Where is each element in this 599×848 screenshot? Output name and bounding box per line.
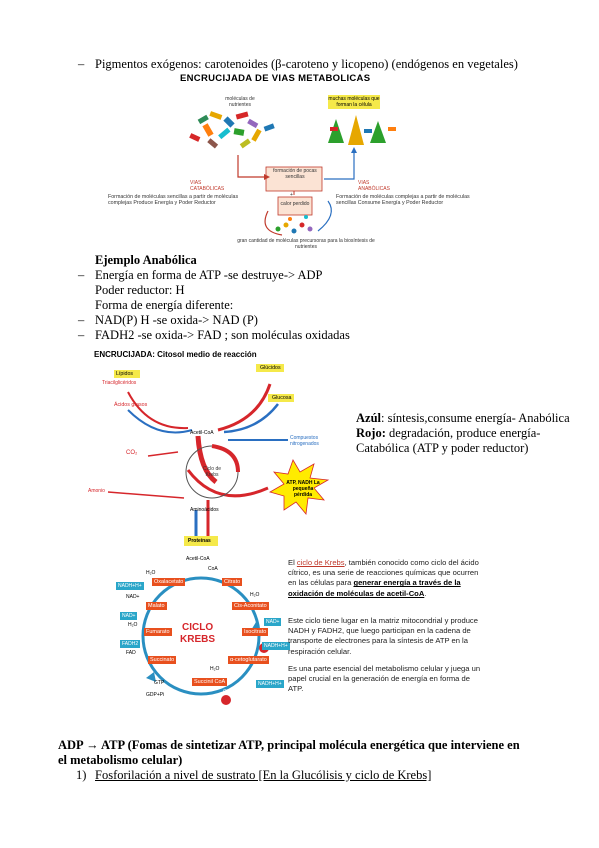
nad-box: NAD+	[264, 618, 282, 626]
pigments-line: Pigmentos exógenos: carotenoides (β-caro…	[95, 57, 518, 71]
malate-box: Malato	[146, 602, 167, 610]
anabolic-pathways-title: VIAS ANABÓLICAS	[358, 180, 390, 192]
h2o-label: H₂O	[128, 622, 138, 628]
legend-red: Rojo: degradación, produce energía-	[356, 426, 540, 441]
krebs-paragraph-1: El ciclo de Krebs, también conocido como…	[288, 558, 484, 599]
list-number: 1)	[76, 768, 87, 782]
figure1-title: ENCRUCIJADA DE VIAS METABOLICAS	[180, 73, 371, 84]
nadh-box: NADH+H+	[262, 642, 290, 650]
fadh2-box: FADH2	[120, 640, 141, 648]
red-text: degradación, produce energía-	[385, 426, 541, 440]
precursors-label: gran cantidad de moléculas precursoras p…	[237, 238, 375, 250]
nad-box: NAD+	[120, 612, 138, 620]
glucose-label: Glucosa	[272, 395, 292, 401]
legend-red-line2: Catabólica (ATP y poder reductor)	[356, 441, 529, 455]
p1-before: El	[288, 558, 297, 567]
co2-label: CO₂	[261, 636, 271, 642]
nutrient-molecules-label: moléculas de nutrientes	[225, 96, 255, 108]
h2o-label: H₂O	[146, 570, 156, 576]
lipids-label: Lípidos	[116, 371, 134, 377]
atp-nadh-burst-label: ATP, NADH La pequeña pérdida	[286, 480, 320, 498]
blue-text: : síntesis,consume energía- Anabólica	[381, 411, 570, 425]
bullet-dash: –	[78, 313, 85, 327]
proteins-label: Proteínas	[188, 538, 211, 544]
adp-atp-paragraph: ADP → ATP (Fomas de sintetizar ATP, prin…	[58, 738, 520, 767]
ammonium-label: Amonio	[88, 488, 105, 494]
blue-label: Azúl	[356, 411, 381, 425]
acetyl-coa-label: Acetil-CoA	[190, 430, 214, 436]
co2-label: CO₂	[223, 689, 233, 695]
succinate-box: Succinato	[148, 656, 177, 664]
cis-aconitate-box: Cis-Aconitato	[232, 602, 269, 610]
plus-sign: +	[290, 192, 293, 198]
nad-label: NAD+	[126, 594, 140, 600]
oxaloacetate-box: Oxalacetato	[152, 578, 186, 586]
p1-underlined: generar energía a través de la oxidación…	[288, 578, 461, 598]
krebs-link[interactable]: ciclo de Krebs	[296, 558, 345, 567]
krebs-coa-label: CoA	[208, 566, 218, 572]
krebs-cycle-label: Ciclo de Krebs	[202, 466, 222, 478]
anabolic-line-4: NAD(P) H -se oxida-> NAD (P)	[95, 313, 258, 327]
gdp-pi-label: GDP+Pi	[146, 692, 165, 698]
catabolic-pathways-title: VIAS CATABÓLICAS	[190, 180, 225, 192]
anabolic-line-5: FADH2 -se oxida-> FAD ; son moléculas ox…	[95, 328, 350, 342]
isocitrate-box: Isocitrato	[242, 628, 269, 636]
nadh-box: NADH+H+	[116, 582, 144, 590]
co2-label: CO₂	[126, 450, 138, 456]
p1-mid: , también conocido como ciclo del ácido …	[288, 558, 479, 588]
nutrient-molecules-cluster	[189, 111, 275, 149]
anabolic-line-1: Energía en forma de ATP -se destruye-> A…	[95, 268, 323, 282]
bullet-dash: –	[78, 57, 85, 71]
legend-blue: Azúl: síntesis,consume energía- Anabólic…	[356, 411, 570, 426]
anabolic-description: Formación de moléculas complejas a parti…	[336, 194, 470, 206]
heat-lost-label: calor perdido	[280, 201, 310, 207]
krebs-title-2: KREBS	[180, 634, 216, 645]
bullet-dash: –	[78, 268, 85, 282]
cytosol-figure: ENCRUCIJADA: Citosol medio de reacción L…	[88, 350, 348, 550]
krebs-cycle-figure: CICLO KREBS Acetil-CoA CoA Oxalacetato C…	[116, 552, 484, 712]
figure2-title: ENCRUCIJADA: Citosol medio de reacción	[94, 350, 257, 359]
figure2-graphic	[107, 364, 330, 546]
krebs-paragraph-3: Es una parte esencial del metabolismo ce…	[288, 664, 481, 694]
figure1-graphic	[189, 111, 396, 236]
succinyl-coa-box: Succinil CoA	[192, 678, 228, 686]
anabolic-line-3: Forma de energía diferente:	[95, 298, 234, 312]
triacylglycerides-label: Triacilglicéridos	[102, 380, 137, 386]
glucids-label: Glúcidos	[260, 365, 281, 371]
krebs-title-1: CICLO	[182, 622, 214, 633]
cell-molecules-cluster	[328, 115, 396, 145]
red-label: Rojo:	[356, 426, 386, 440]
fatty-acids-label: Ácidos grasos	[114, 402, 148, 408]
bullet-dash: –	[78, 328, 85, 342]
gtp-label: GTP	[154, 680, 165, 686]
metabolic-crossroads-figure: ENCRUCIJADA DE VIAS METABOLICAS molécula…	[108, 73, 470, 253]
cell-molecules-label: muchas moléculas que forman la célula	[328, 96, 380, 108]
p1-end: .	[424, 588, 427, 598]
anabolic-line-2: Poder reductor: H	[95, 283, 185, 297]
krebs-acetyl-label: Acetil-CoA	[186, 556, 210, 562]
fad-label: FAD	[126, 650, 136, 656]
amino-acids-label: Aminoácidos	[190, 507, 219, 513]
fumarate-box: Fumarato	[144, 628, 172, 636]
substrate-phosphorylation-item: Fosforilación a nivel de sustrato [En la…	[95, 768, 432, 782]
precursor-molecules-cluster	[275, 215, 313, 234]
citrate-box: Citrato	[222, 578, 243, 586]
alpha-ketoglutarate-box: α-cetoglutarato	[228, 656, 269, 664]
nadh-box: NADH+H+	[256, 680, 284, 688]
nitrogen-compounds-label: Compuestos nitrogenados	[290, 435, 319, 447]
h2o-label: H₂O	[210, 666, 220, 672]
catabolic-description: Formación de moléculas sencillas a parti…	[108, 194, 239, 206]
h2o-label: H₂O	[250, 592, 260, 598]
simple-molecules-label: formación de pocas sencillas	[273, 168, 317, 180]
anabolic-heading: Ejemplo Anabólica	[95, 253, 197, 267]
krebs-paragraph-2: Este ciclo tiene lugar en la matriz mito…	[288, 616, 478, 656]
cell-molecules-highlight	[328, 95, 380, 109]
